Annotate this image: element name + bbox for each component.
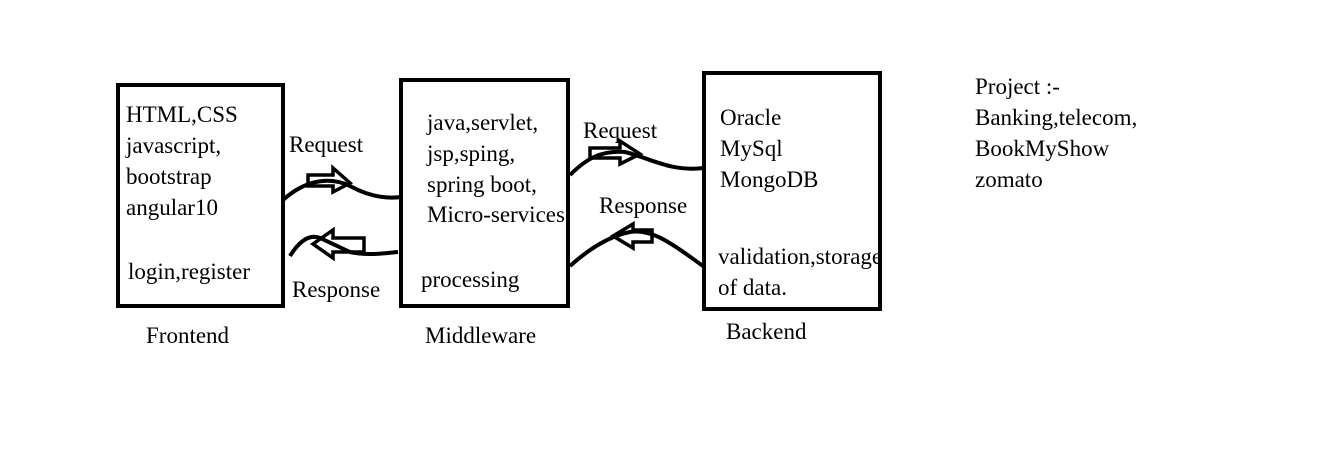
middleware-box	[399, 78, 570, 308]
middleware-features: processing	[421, 267, 520, 292]
projects-line: Banking,telecom,	[975, 105, 1138, 130]
request-connector-2	[568, 149, 705, 177]
request-connector-1	[281, 178, 402, 202]
projects-line: Project :-	[975, 74, 1060, 99]
frontend-tech-line: javascript,	[126, 133, 222, 158]
middleware-label: Middleware	[425, 323, 537, 348]
frontend-tech-line: angular10	[126, 195, 218, 220]
request-arrow-2	[588, 137, 644, 167]
backend-features-line: of data.	[718, 275, 787, 300]
middleware-tech-line: jsp,sping,	[427, 141, 516, 166]
response-label-1: Response	[292, 277, 381, 302]
backend-box	[702, 71, 882, 311]
frontend-tech-line: HTML,CSS	[126, 102, 238, 127]
backend-db-line: MongoDB	[720, 167, 819, 192]
request-label-2: Request	[583, 118, 658, 143]
response-arrow-2	[609, 220, 654, 252]
projects-line: BookMyShow	[975, 136, 1110, 161]
response-arrow-1	[309, 226, 366, 262]
frontend-tech-line: bootstrap	[126, 164, 212, 189]
frontend-features: login,register	[128, 259, 250, 284]
frontend-box	[116, 83, 285, 308]
request-arrow-1	[306, 164, 354, 195]
middleware-tech-line: Micro-services	[427, 202, 565, 227]
response-connector-1	[288, 234, 399, 258]
backend-label: Backend	[726, 319, 807, 344]
response-connector-2	[568, 229, 705, 268]
request-label-1: Request	[289, 132, 364, 157]
middleware-tech-line: spring boot,	[427, 172, 537, 197]
backend-db-line: MySql	[720, 136, 783, 161]
response-label-2: Response	[599, 193, 688, 218]
backend-db-line: Oracle	[720, 105, 782, 130]
frontend-label: Frontend	[146, 323, 230, 348]
backend-features-line: validation,storage	[718, 244, 883, 269]
projects-line: zomato	[975, 167, 1043, 192]
middleware-tech-line: java,servlet,	[427, 110, 539, 135]
